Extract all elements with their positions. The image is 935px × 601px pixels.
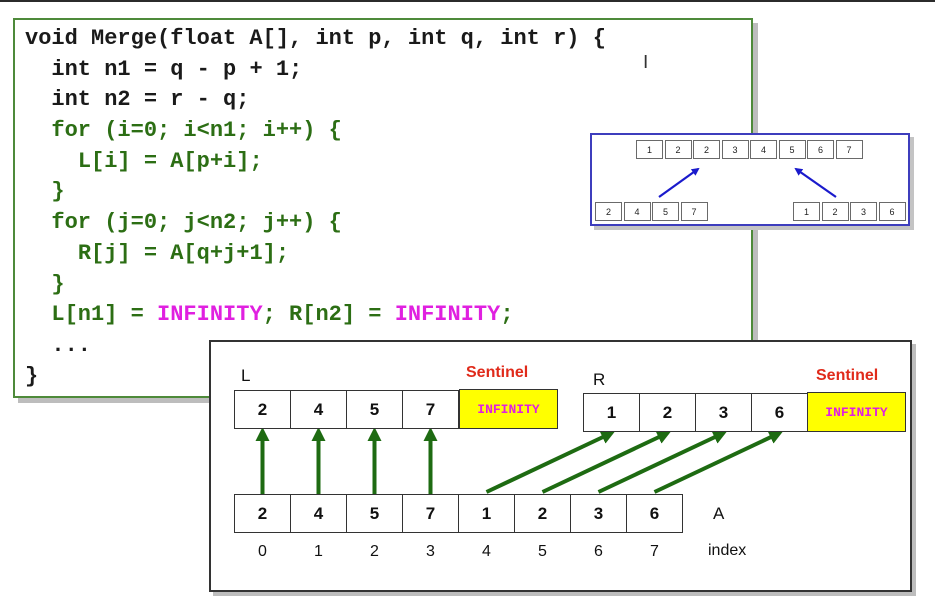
code-line-5-text: L[i] = A[p+i]; — [77, 148, 263, 174]
inset-left-cell-0: 2 — [595, 202, 622, 221]
index-label-4: 4 — [482, 543, 491, 560]
code-line-9: } — [25, 270, 606, 301]
R-cell-2: 3 — [695, 393, 752, 432]
L-cell-3: 7 — [402, 390, 459, 429]
code-line-8-text: R[j] = A[q+j+1]; — [77, 240, 290, 266]
code-line-11-text: ... — [51, 332, 92, 358]
label-R: R — [593, 370, 606, 389]
code-line-11: ... — [25, 331, 606, 362]
R-cell-3: 6 — [751, 393, 808, 432]
inset-right-cell-1: 2 — [821, 202, 849, 221]
label-L: L — [241, 366, 251, 385]
code-line-3: int n2 = r - q; — [25, 85, 606, 116]
text-cursor-icon: I — [643, 52, 649, 73]
inset-left-cell-3: 7 — [680, 202, 708, 221]
inset-top-cell-1: 2 — [664, 140, 692, 159]
arrow-A-to-R-3 — [653, 430, 784, 494]
inset-top-cell-3: 3 — [721, 140, 749, 159]
inset-top-cell-0: 1 — [636, 140, 663, 159]
A-cell-4: 1 — [458, 494, 515, 533]
index-label-3: 3 — [426, 543, 435, 560]
code-line-8: R[j] = A[q+j+1]; — [25, 239, 606, 270]
code-line-4-text: for (i=0; i<n1; i++) { — [51, 118, 342, 144]
inset-top-cell-2: 2 — [693, 140, 720, 159]
code-line-5: L[i] = A[p+i]; — [25, 147, 606, 178]
inset-right-cell-0: 1 — [793, 202, 820, 221]
A-cell-7: 6 — [626, 494, 683, 533]
R-cell-0: 1 — [583, 393, 640, 432]
inset-arrow-right — [794, 167, 837, 198]
R-sentinel-cell: INFINITY — [807, 392, 906, 432]
index-label-0: 0 — [258, 543, 267, 560]
code-line-9-text: } — [51, 271, 65, 297]
arrow-A-to-R-0 — [485, 430, 616, 494]
code-line-4: for (i=0; i<n1; i++) { — [25, 116, 606, 147]
code-line-2: int n1 = q - p + 1; — [25, 55, 606, 86]
inset-arrow-left — [658, 167, 700, 198]
arrow-A-to-R-1 — [541, 430, 672, 494]
A-cell-1: 4 — [290, 494, 347, 533]
index-label-7: 7 — [650, 543, 659, 560]
label-index: index — [708, 542, 747, 559]
A-cell-5: 2 — [514, 494, 571, 533]
code-line-6: } — [25, 177, 606, 208]
L-cell-2: 5 — [346, 390, 403, 429]
inset-right-cell-2: 3 — [850, 202, 877, 221]
L-sentinel-cell: INFINITY — [459, 389, 558, 429]
label-A: A — [713, 504, 725, 523]
inset-top-cell-4: 4 — [750, 140, 777, 159]
L-cell-1: 4 — [290, 390, 347, 429]
code-line-12: } — [25, 363, 39, 389]
A-cell-3: 7 — [402, 494, 459, 533]
code-line-6-text: } — [51, 179, 65, 205]
inset-top-cell-7: 7 — [835, 140, 863, 159]
sentinel-label-left: Sentinel — [466, 364, 529, 381]
index-label-2: 2 — [370, 543, 379, 560]
code-line-3-text: int n2 = r - q; — [51, 87, 250, 113]
code-block: void Merge(float A[], int p, int q, int … — [25, 24, 606, 392]
A-cell-2: 5 — [346, 494, 403, 533]
index-label-6: 6 — [594, 543, 603, 560]
code-line-10: L[n1] = INFINITY; R[n2] = INFINITY; — [25, 300, 606, 331]
code-line-10-e: ; — [500, 302, 514, 328]
code-line-10-c: ; R[n2] = — [262, 302, 395, 328]
inset-arrows — [658, 167, 837, 198]
code-line-10-infinity-2: INFINITY — [394, 302, 501, 328]
inset-right-cell-3: 6 — [878, 202, 906, 221]
inset-top-cell-5: 5 — [778, 140, 806, 159]
inset-left-cell-1: 4 — [623, 202, 651, 221]
code-line-7: for (j=0; j<n2; j++) { — [25, 208, 606, 239]
R-cell-1: 2 — [639, 393, 696, 432]
A-cell-6: 3 — [570, 494, 627, 533]
copy-arrows — [255, 427, 784, 494]
top-border-line — [0, 0, 935, 2]
inset-top-cell-6: 6 — [807, 140, 834, 159]
sentinel-label-right: Sentinel — [816, 367, 879, 384]
code-line-7-text: for (j=0; j<n2; j++) { — [51, 210, 342, 236]
index-label-1: 1 — [314, 543, 323, 560]
L-cell-0: 2 — [234, 390, 291, 429]
code-line-10-a: L[n1] = — [51, 302, 158, 328]
code-line-2-text: int n1 = q - p + 1; — [51, 56, 303, 82]
inset-left-cell-2: 5 — [652, 202, 679, 221]
index-label-5: 5 — [538, 543, 547, 560]
A-cell-0: 2 — [234, 494, 291, 533]
code-line-1: void Merge(float A[], int p, int q, int … — [25, 26, 606, 51]
arrow-A-to-R-2 — [597, 430, 728, 494]
code-line-10-infinity-1: INFINITY — [157, 302, 263, 328]
